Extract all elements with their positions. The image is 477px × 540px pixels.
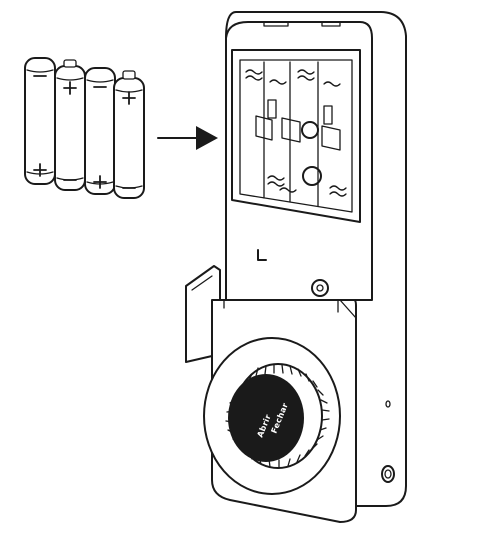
battery-polarity-signs xyxy=(33,75,136,189)
spring-contacts-bottom xyxy=(267,175,347,197)
battery-group xyxy=(24,57,145,199)
battery-compartment xyxy=(231,49,361,223)
panel-screw xyxy=(311,279,329,297)
right-arrow-icon xyxy=(157,126,218,150)
contact-clips xyxy=(255,99,341,151)
battery-4 xyxy=(113,70,145,199)
spring-contacts-top xyxy=(245,69,341,87)
dial-knob: Abrir Fechar xyxy=(203,337,341,495)
panel-marker xyxy=(257,249,267,261)
battery-2 xyxy=(54,59,86,191)
dial-center xyxy=(228,374,304,462)
